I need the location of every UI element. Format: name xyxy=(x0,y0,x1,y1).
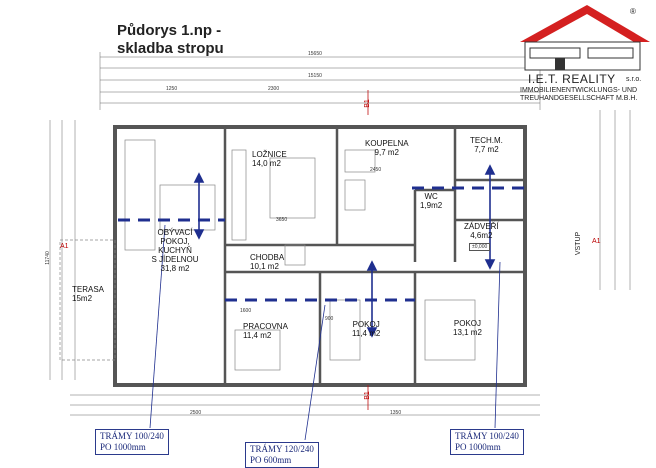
room-name: POKOJ xyxy=(453,319,482,328)
room-name: POKOJ xyxy=(352,320,380,329)
beam-label-2-line1: TRÁMY 120/240 xyxy=(250,444,314,454)
logo-company-name: I.E.T. REALITY xyxy=(528,72,616,86)
room-pokoj-2: POKOJ 13,1 m2 xyxy=(453,319,482,337)
room-area: 31,8 m2 xyxy=(160,264,190,273)
room-name: LOŽNICE xyxy=(252,150,287,159)
terasa-outline xyxy=(59,239,116,361)
room-tech: TECH.M. 7,7 m2 xyxy=(470,136,503,154)
room-name-line4: S JÍDELNOU xyxy=(151,255,199,264)
dim-label-7: 1600 xyxy=(240,308,252,314)
beam-label-2-line2: PO 600mm xyxy=(250,455,292,465)
beam-label-1-line1: TRÁMY 100/240 xyxy=(100,431,164,441)
beam-lines xyxy=(118,186,524,302)
room-name: ZÁDVEŘÍ xyxy=(464,222,499,231)
dimension-lines-right xyxy=(599,110,631,290)
room-area: 15m2 xyxy=(72,294,93,303)
room-area: 10,1 m2 xyxy=(250,262,279,271)
room-terasa: TERASA 15m2 xyxy=(72,285,104,303)
beam-label-3-line1: TRÁMY 100/240 xyxy=(455,431,519,441)
dim-side-left: 11740 xyxy=(44,251,51,265)
dim-label-8: 2450 xyxy=(370,167,382,173)
room-area: 14,0 m2 xyxy=(252,159,281,168)
room-name-line2: POKOJ, xyxy=(160,237,190,246)
room-pracovna: PRACOVNA 11,4 m2 xyxy=(243,322,288,340)
room-name: CHODBA xyxy=(250,253,285,262)
logo-graphic xyxy=(520,5,650,71)
beam-label-3: TRÁMY 100/240 PO 1000mm xyxy=(450,429,524,455)
beam-label-2: TRÁMY 120/240 PO 600mm xyxy=(245,442,319,468)
dimension-lines-bottom xyxy=(70,394,540,416)
room-name: WC xyxy=(424,192,438,201)
room-name: TERASA xyxy=(72,285,105,294)
dim-top-total-2: 15150 xyxy=(308,73,322,79)
room-name: TECH.M. xyxy=(470,136,503,145)
room-area: 11,4 m2 xyxy=(352,329,381,338)
room-wc: WC 1,9m2 xyxy=(420,192,442,210)
dim-label-2: 2300 xyxy=(268,86,280,92)
entry-level: ±0,000 xyxy=(469,243,491,251)
room-obyvaci: OBÝVACÍ POKOJ, KUCHYŇ S JÍDELNOU 31,8 m2 xyxy=(145,228,205,273)
dim-label-6: 900 xyxy=(325,316,334,322)
section-b-top: B1 xyxy=(363,99,371,108)
room-area: 1,9m2 xyxy=(420,201,443,210)
room-koupelna: KOUPELNA 9,7 m2 xyxy=(365,139,409,157)
room-zadveri: ZÁDVEŘÍ 4,6m2 xyxy=(464,222,499,240)
room-loznice: LOŽNICE 14,0 m2 xyxy=(252,150,287,168)
dim-top-total-1: 15650 xyxy=(308,51,322,57)
logo-suffix: s.r.o. xyxy=(626,76,642,83)
room-chodba: CHODBA 10,1 m2 xyxy=(250,253,284,271)
beam-label-pointers xyxy=(149,224,501,441)
room-area: 11,4 m2 xyxy=(243,331,272,340)
section-a-left: A1 xyxy=(60,243,69,250)
logo-subtitle-1: IMMOBILIENENTWICKLUNGS- UND xyxy=(520,87,638,94)
room-name: PRACOVNA xyxy=(243,322,288,331)
dim-label-1: 1250 xyxy=(166,86,178,92)
dimension-lines-top xyxy=(99,52,541,110)
beam-label-1-line2: PO 1000mm xyxy=(100,442,146,452)
room-name-line3: KUCHYŇ xyxy=(158,246,192,255)
room-area: 13,1 m2 xyxy=(453,328,482,337)
room-area: 4,6m2 xyxy=(470,231,493,240)
room-pokoj-1: POKOJ 11,4 m2 xyxy=(352,320,380,338)
section-a-right: A1 xyxy=(592,238,601,245)
entry-label: VSTUP xyxy=(575,231,583,256)
logo-subtitle-2: TREUHANDGESELLSCHAFT M.B.H. xyxy=(520,95,638,102)
dimension-lines-left xyxy=(49,120,76,380)
registered-mark: ® xyxy=(630,7,636,16)
dim-label-5: 1350 xyxy=(390,410,402,416)
plan-title-line2: skladba stropu xyxy=(117,40,224,57)
room-area: 7,7 m2 xyxy=(474,145,499,154)
room-area: 9,7 m2 xyxy=(374,148,400,157)
beam-label-3-line2: PO 1000mm xyxy=(455,442,501,452)
beam-label-1: TRÁMY 100/240 PO 1000mm xyxy=(95,429,169,455)
section-b-bottom: B1 xyxy=(363,391,371,400)
furniture xyxy=(124,139,476,371)
plan-title-line1: Půdorys 1.np - xyxy=(117,22,222,39)
room-name-line1: OBÝVACÍ xyxy=(157,228,193,237)
room-name: KOUPELNA xyxy=(365,139,409,148)
dim-label-3: 3650 xyxy=(276,217,288,223)
interior-walls xyxy=(223,128,524,384)
dim-label-4: 2500 xyxy=(190,410,202,416)
